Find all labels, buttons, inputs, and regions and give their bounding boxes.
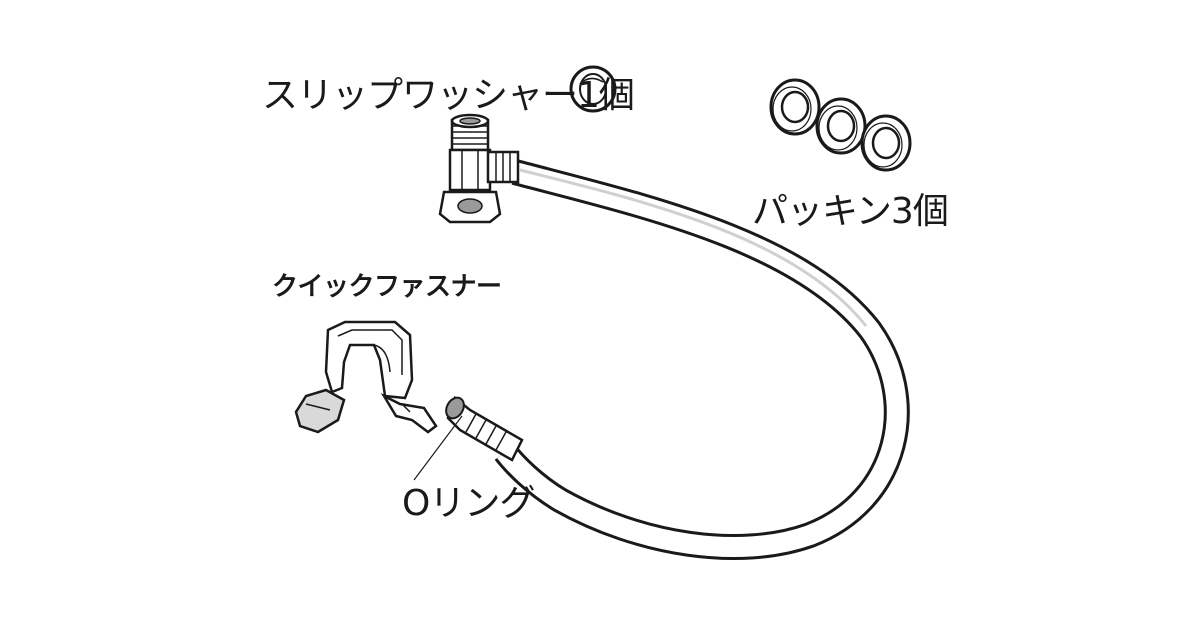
packing-ring-1 [769, 78, 821, 136]
packing-label: パッキン3個 [752, 191, 949, 232]
packing-ring-2 [815, 97, 867, 155]
hose-end-fitting [445, 395, 524, 462]
slip-washer-label: スリップワッシャー1個 [262, 75, 635, 116]
packing-ring-3 [860, 114, 912, 172]
t-joint-fitting [438, 113, 520, 224]
slip-washer [569, 65, 617, 113]
hose [494, 159, 910, 560]
o-ring-label: Oリング [402, 483, 535, 524]
o-ring-leader-line [413, 415, 463, 481]
quick-fastener-label: クイックファスナー [272, 272, 502, 302]
quick-fastener-clip [294, 320, 438, 434]
